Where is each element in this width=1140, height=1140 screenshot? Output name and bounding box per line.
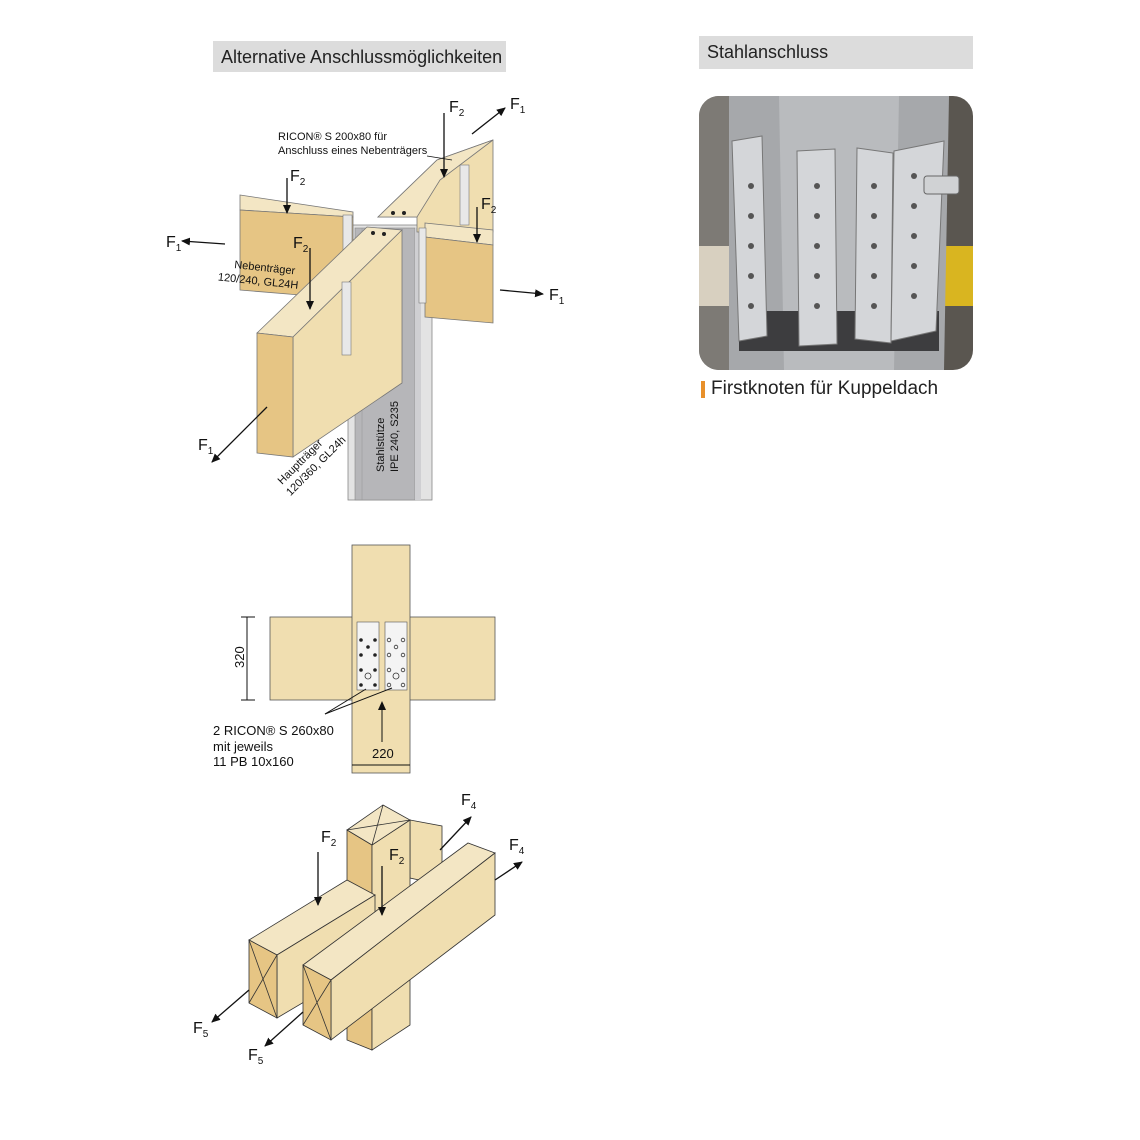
connector-spec-line: 2 RICON® S 260x80 xyxy=(213,723,334,738)
force-label: F1 xyxy=(510,96,526,116)
force-arrow xyxy=(439,816,472,851)
force-arrow xyxy=(499,289,544,298)
dimension-width-label: 220 xyxy=(372,746,394,761)
diagram-cross-connection-isometric: F2 F2 F4 F4 F5 F5 xyxy=(193,792,525,1067)
secondary-beam-back xyxy=(377,139,494,233)
column-label: Stahlstütze xyxy=(375,418,387,472)
caption-accent-bar xyxy=(701,380,705,398)
section-title-alternative-connections: Alternative Anschlussmöglichkeiten xyxy=(213,41,506,72)
force-arrow xyxy=(211,406,268,463)
force-label: F2 xyxy=(389,847,405,867)
force-label: F2 xyxy=(449,99,465,119)
force-label: F2 xyxy=(321,829,337,849)
steel-connection-photo xyxy=(699,96,973,370)
photo-caption: Firstknoten für Kuppeldach xyxy=(701,378,938,400)
secondary-beam-right xyxy=(418,222,494,324)
force-arrow xyxy=(471,107,506,135)
section-title-steel-connection: Stahlanschluss xyxy=(699,36,973,69)
force-arrow xyxy=(181,237,226,246)
connector-plate xyxy=(356,621,408,691)
column-spec: IPE 240, S235 xyxy=(389,401,401,472)
main-beam xyxy=(256,226,403,458)
connector-spec-line: 11 PB 10x160 xyxy=(213,754,294,769)
force-arrow xyxy=(211,989,250,1023)
connector-annotation: Anschluss eines Nebenträgers xyxy=(278,145,428,157)
force-label: F2 xyxy=(290,168,306,188)
force-label: F5 xyxy=(248,1047,264,1067)
force-label: F5 xyxy=(193,1020,209,1040)
diagram-cross-connection-elevation: 320 220 2 RICON® S 260x80 mit jeweils 11… xyxy=(213,544,496,774)
force-arrow xyxy=(494,861,523,881)
connector-annotation: RICON® S 200x80 für xyxy=(278,131,387,143)
leader-line xyxy=(426,155,453,161)
force-label: F4 xyxy=(461,792,477,812)
force-label: F1 xyxy=(166,234,182,254)
caption-text: Firstknoten für Kuppeldach xyxy=(711,378,939,399)
dimension-height-label: 320 xyxy=(232,646,247,668)
connector-spec-line: mit jeweils xyxy=(213,739,273,754)
force-label: F2 xyxy=(293,235,309,255)
force-label: F1 xyxy=(198,437,214,457)
leader-line xyxy=(324,687,393,715)
force-label: F2 xyxy=(481,196,497,216)
force-arrow xyxy=(264,1011,304,1047)
force-label: F4 xyxy=(509,837,525,857)
beam-front xyxy=(302,842,496,1041)
diagram-steel-column-connection: F2 F1 F2 F1 F2 F2 F1 F1 RICON® S 200x80 … xyxy=(166,96,565,501)
force-label: F1 xyxy=(549,287,565,307)
leader-line xyxy=(324,688,367,715)
